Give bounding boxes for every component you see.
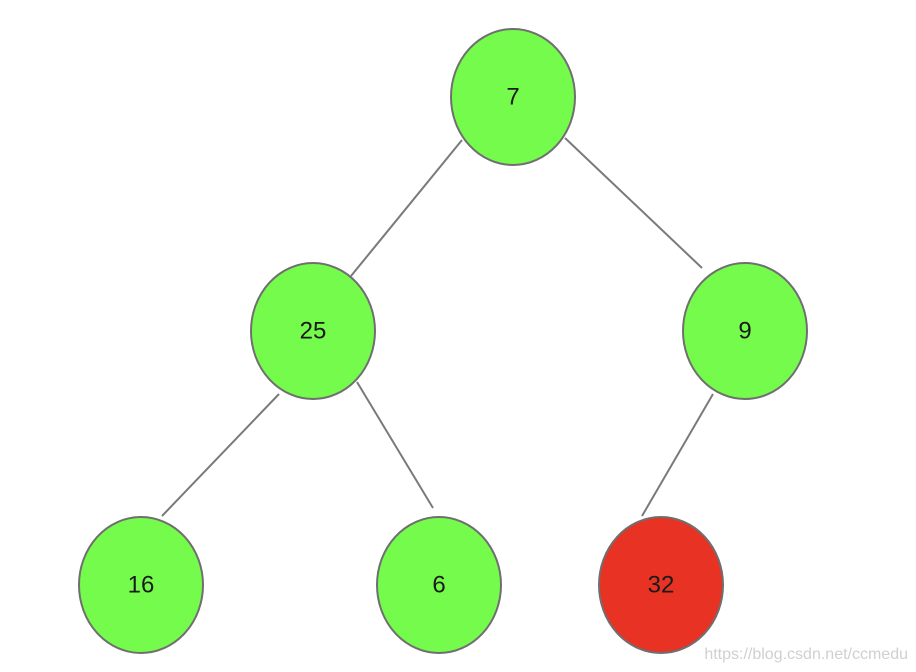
node-label: 25	[300, 318, 327, 345]
edge-25-16	[161, 393, 280, 517]
tree-node: 9	[682, 262, 808, 400]
edge-7-9	[564, 137, 703, 269]
tree-node: 32	[598, 516, 724, 654]
node-label: 16	[128, 572, 155, 599]
tree-node: 7	[450, 28, 576, 166]
node-circle	[682, 262, 808, 400]
tree-edges	[161, 137, 714, 517]
tree-node: 16	[78, 516, 204, 654]
edge-25-6	[356, 381, 434, 509]
node-circle	[250, 262, 376, 400]
watermark: https://blog.csdn.net/ccmedu	[704, 646, 908, 663]
tree-node: 6	[376, 516, 502, 654]
edge-7-25	[350, 139, 463, 277]
node-label: 9	[738, 318, 751, 345]
tree-node: 25	[250, 262, 376, 400]
node-circle	[376, 516, 502, 654]
node-label: 7	[506, 84, 519, 111]
node-label: 6	[432, 572, 445, 599]
node-circle	[598, 516, 724, 654]
node-circle	[450, 28, 576, 166]
node-circle	[78, 516, 204, 654]
edge-9-32	[641, 393, 714, 517]
node-label: 32	[648, 572, 675, 599]
